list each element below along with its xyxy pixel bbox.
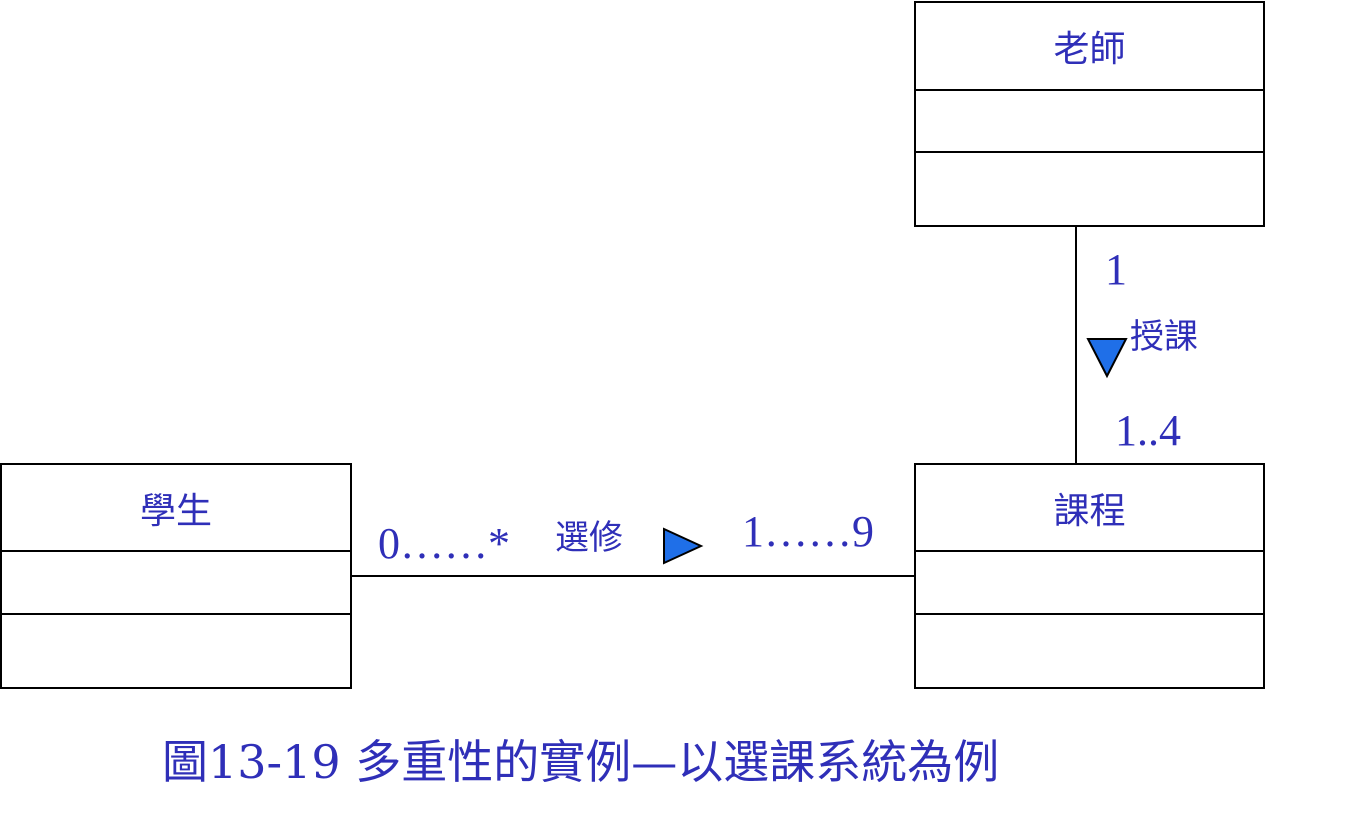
course-class-name-compartment: 課程: [916, 465, 1263, 552]
course-attributes-compartment: [916, 552, 1263, 615]
student-multiplicity-label: 0……*: [378, 519, 510, 568]
enrolls-association-label: 選修: [555, 518, 623, 558]
student-class-name-compartment: 學生: [2, 465, 350, 552]
course-class-name: 課程: [1053, 490, 1126, 532]
teacher-multiplicity-label: 1: [1105, 245, 1127, 294]
student-class-box[interactable]: 學生: [0, 463, 352, 689]
student-attributes-compartment: [2, 552, 350, 615]
teaches-direction-arrow-icon: [1086, 338, 1128, 379]
student-operations-compartment: [2, 615, 350, 687]
enrolls-direction-arrow-icon: [663, 527, 704, 565]
course-operations-compartment: [916, 615, 1263, 687]
course-multiplicity-enrolls-label: 1……9: [742, 507, 874, 556]
course-class-box[interactable]: 課程: [914, 463, 1265, 689]
course-multiplicity-teaches-label: 1..4: [1115, 406, 1181, 455]
teacher-attributes-compartment: [916, 91, 1263, 153]
teacher-class-box[interactable]: 老師: [914, 1, 1265, 227]
teacher-class-name: 老師: [1053, 29, 1126, 70]
student-class-name: 學生: [139, 490, 212, 532]
teacher-class-name-compartment: 老師: [916, 3, 1263, 91]
teacher-operations-compartment: [916, 153, 1263, 225]
teaches-association-label: 授課: [1130, 317, 1198, 357]
figure-caption: 圖13-19 多重性的實例—以選課系統為例: [162, 735, 1000, 789]
